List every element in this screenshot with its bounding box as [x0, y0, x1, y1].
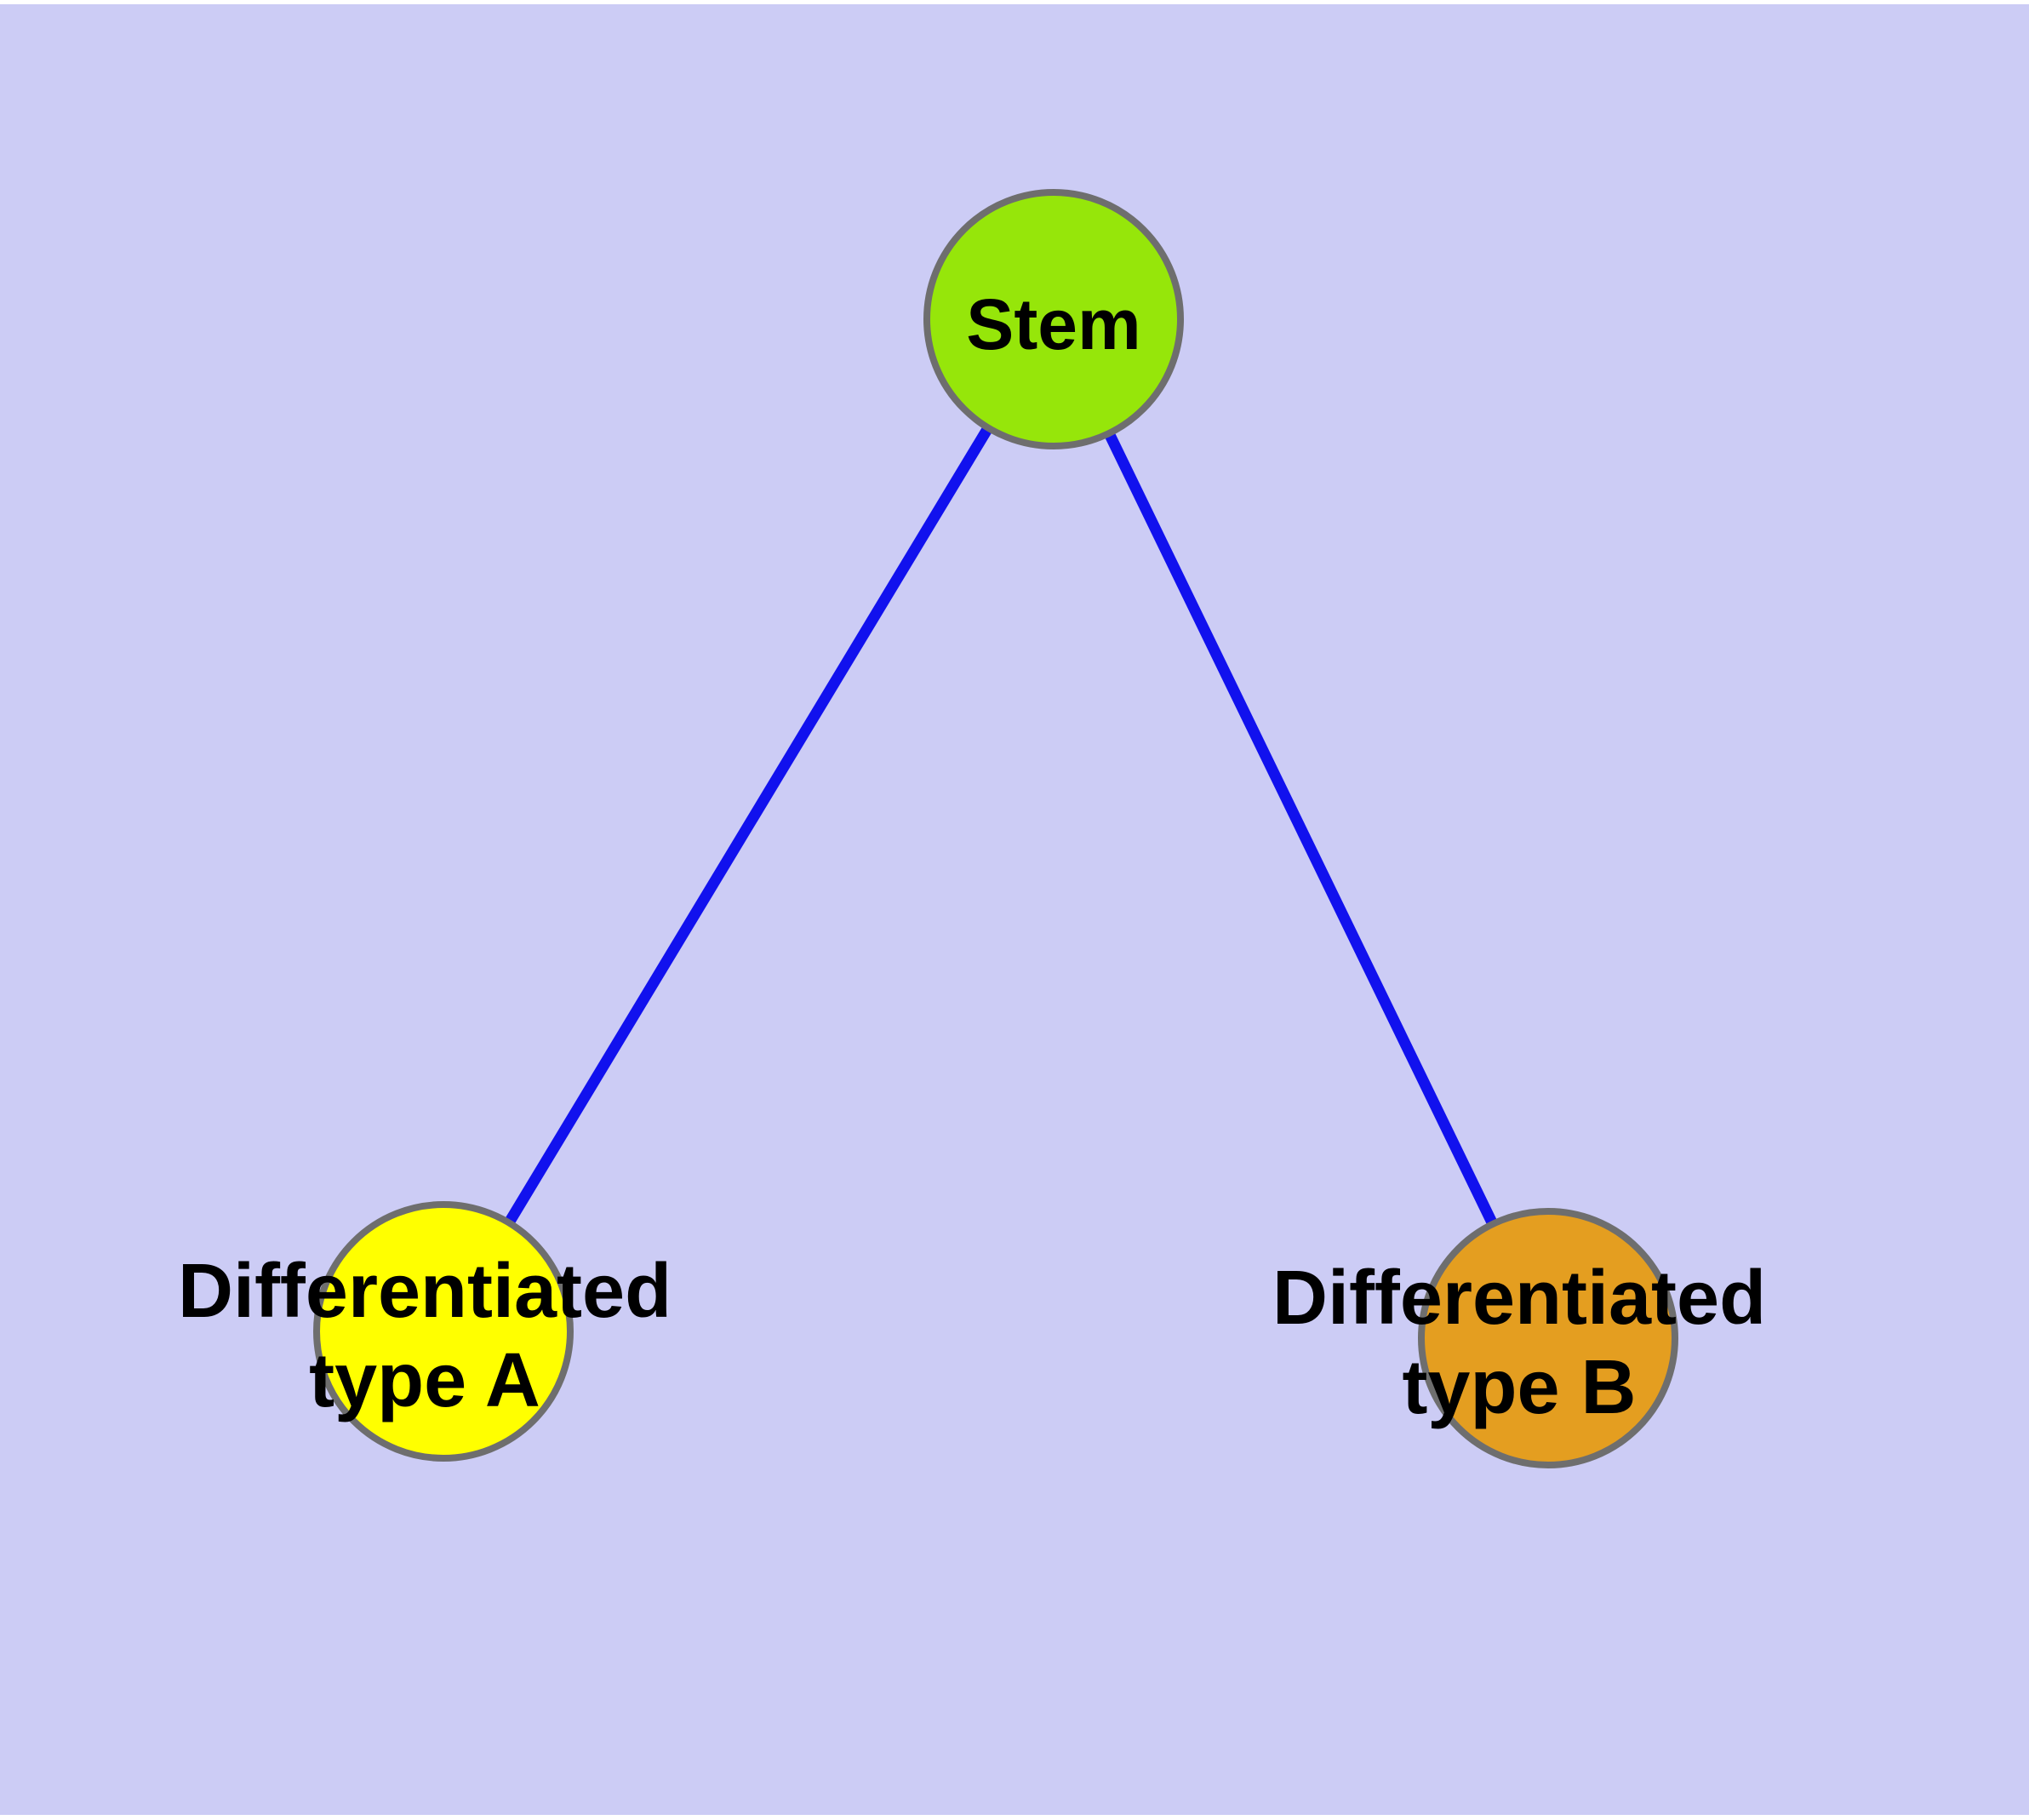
- node-stem-circle: [923, 189, 1184, 449]
- node-type-b-circle: [1418, 1208, 1678, 1468]
- edge-stem-to-type-b: [1049, 317, 1553, 1341]
- node-type-a-circle: [313, 1201, 574, 1462]
- edge-stem-to-type-a: [438, 316, 1059, 1335]
